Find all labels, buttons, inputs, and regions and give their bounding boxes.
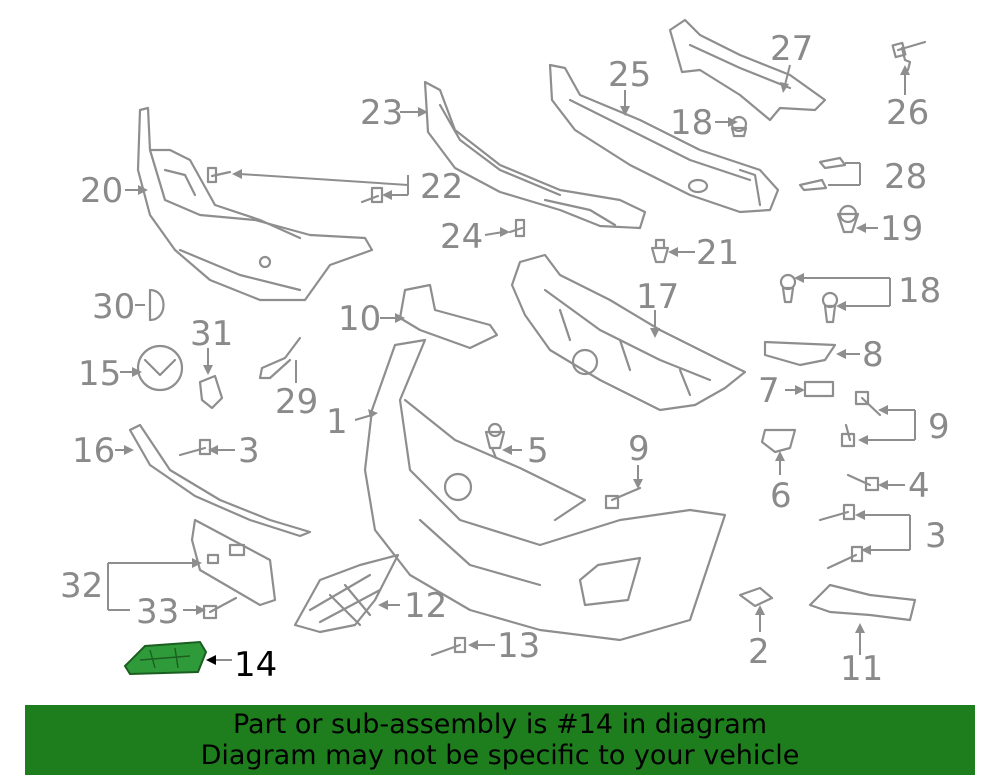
callout-4: 4 <box>908 466 930 506</box>
callout-32: 32 <box>60 566 103 606</box>
callout-22: 22 <box>420 167 463 207</box>
callout-31: 31 <box>190 314 233 354</box>
part-20-grille <box>136 106 374 302</box>
part-17-carrier <box>510 253 747 412</box>
callout-20: 20 <box>80 171 123 211</box>
part-1-bumper-cover <box>363 338 727 642</box>
part-2-cap <box>738 586 774 608</box>
callout-7: 7 <box>758 371 780 411</box>
part-23-reinforcement <box>423 80 647 230</box>
callout-labels: 20 23 25 27 26 18 22 24 21 28 19 18 17 1… <box>60 29 950 689</box>
callout-2: 2 <box>748 632 770 672</box>
callout-26: 26 <box>886 93 929 133</box>
callout-29: 29 <box>275 382 318 422</box>
callout-11: 11 <box>840 649 883 689</box>
banner-line-2: Diagram may not be specific to your vehi… <box>200 740 800 771</box>
part-16-molding <box>128 423 312 538</box>
leader-lines <box>107 64 916 665</box>
callout-6: 6 <box>770 476 792 516</box>
part-10-bracket <box>398 283 499 350</box>
part-12-lower-grille <box>293 553 400 634</box>
callout-18-upper: 18 <box>670 103 713 143</box>
callout-33: 33 <box>136 592 179 632</box>
callout-28: 28 <box>884 157 927 197</box>
callout-24: 24 <box>440 217 483 257</box>
part-32-license-bracket <box>190 518 277 607</box>
part-30-emblem-cover <box>148 288 165 322</box>
callout-1: 1 <box>326 402 348 442</box>
part-11-reflector <box>808 583 917 622</box>
callout-14-highlighted: 14 <box>234 645 277 685</box>
callout-13: 13 <box>497 626 540 666</box>
part-25-absorber <box>548 63 780 214</box>
callout-9-center: 9 <box>628 429 650 469</box>
part-31-sensor <box>198 374 224 410</box>
part-15-emblem <box>136 344 184 392</box>
callout-17: 17 <box>636 277 679 317</box>
part-8-seal <box>763 340 837 367</box>
fasteners <box>178 40 927 657</box>
notice-banner: Part or sub-assembly is #14 in diagram D… <box>25 705 975 775</box>
callout-30: 30 <box>92 287 135 327</box>
banner-line-1: Part or sub-assembly is #14 in diagram <box>232 709 768 740</box>
part-27-bracket <box>668 18 827 122</box>
part-6-bracket <box>760 428 797 454</box>
part-29-harness <box>258 336 302 380</box>
callout-5: 5 <box>527 431 549 471</box>
callout-10: 10 <box>338 299 381 339</box>
part-14-highlighted[interactable] <box>123 640 208 676</box>
callout-3-right: 3 <box>925 516 947 556</box>
callout-15: 15 <box>78 354 121 394</box>
callout-9-right: 9 <box>928 407 950 447</box>
callout-3-left: 3 <box>238 431 260 471</box>
parts-diagram: 20 23 25 27 26 18 22 24 21 28 19 18 17 1… <box>60 18 950 689</box>
callout-23: 23 <box>360 93 403 133</box>
callout-16: 16 <box>72 431 115 471</box>
callout-25: 25 <box>608 55 651 95</box>
callout-8: 8 <box>862 335 884 375</box>
part-7-clip <box>803 380 835 398</box>
callout-12: 12 <box>404 586 447 626</box>
callout-19: 19 <box>880 209 923 249</box>
callout-27: 27 <box>770 29 813 69</box>
callout-21: 21 <box>696 233 739 273</box>
callout-18-lower: 18 <box>898 271 941 311</box>
